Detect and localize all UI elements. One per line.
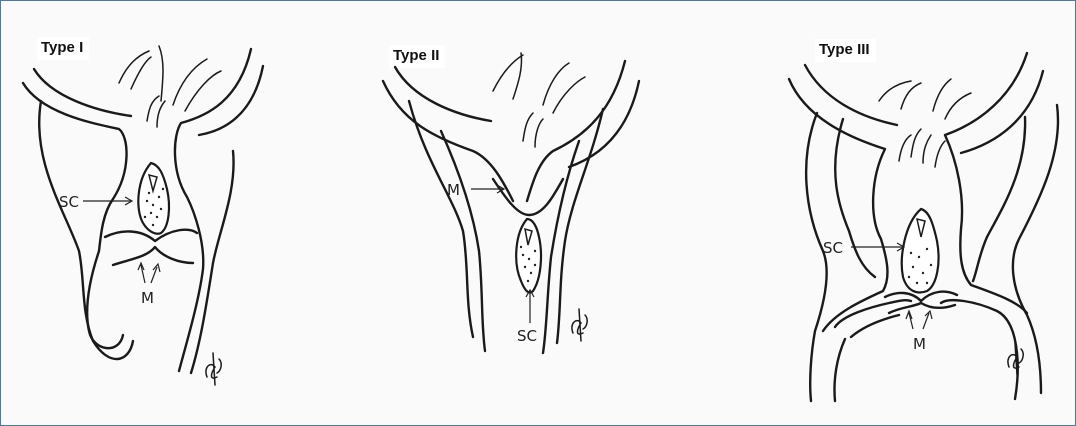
type-1-m-label: M <box>141 289 154 307</box>
panel-type-1: Type I <box>1 1 331 425</box>
type-3-signature <box>1008 343 1023 375</box>
type-2-m-label: M <box>447 181 460 199</box>
type-2-diagram: M SC <box>373 1 693 425</box>
type-2-sc-label: SC <box>517 327 537 345</box>
type-2-signature <box>572 309 587 341</box>
type-1-diagram: SC M <box>1 1 331 425</box>
type-1-sc-label: SC <box>59 193 79 211</box>
panel-type-3: Type III <box>765 1 1075 425</box>
type-1-signature <box>206 353 221 385</box>
type-3-diagram: SC M <box>765 1 1075 425</box>
panel-type-2: Type II <box>373 1 693 425</box>
type-3-m-label: M <box>913 335 926 353</box>
type-3-sc-label: SC <box>823 239 843 257</box>
